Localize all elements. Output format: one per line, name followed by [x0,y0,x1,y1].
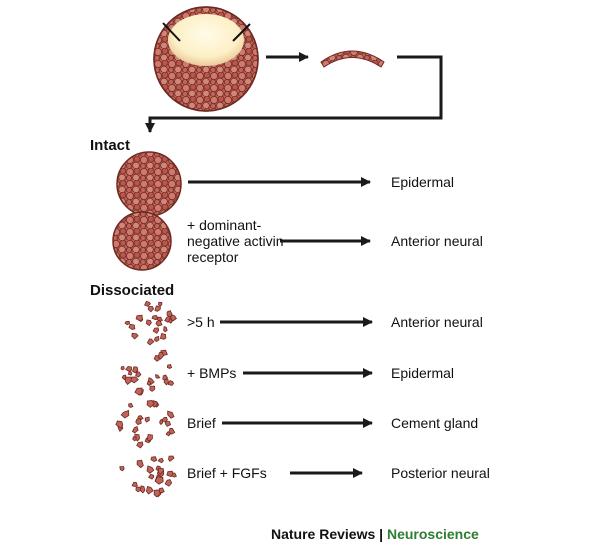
dissociated-cells-3 [115,399,176,449]
dissociated-cell [154,476,164,485]
dissociated-cell [136,441,144,449]
dissociated-cell [167,410,175,419]
animal-cap-explant [320,50,385,68]
outcome-dissoc-3: Cement gland [391,415,479,431]
condition-intact-2: + dominant- negative activin receptor [187,217,284,265]
dissociated-cell [157,468,164,475]
journal-name: Nature Reviews [271,526,376,542]
dissociated-cell [153,489,161,498]
dissociated-cell [146,465,155,474]
dissociated-cell [144,300,151,307]
section-title-dissociated: Dissociated [90,282,175,299]
dissociated-cell [136,459,144,469]
outcome-dissoc-4: Posterior neural [391,465,490,481]
dissociated-cell [125,376,133,385]
dissociated-cell [146,380,152,387]
dissociated-cell [127,370,133,376]
dissociated-cell [120,409,130,419]
dissociated-cell [164,479,173,487]
dissociated-cell [115,420,124,430]
dissociated-cell [131,481,138,488]
dissociated-cell [135,486,142,493]
outcome-dissoc-2: Epidermal [391,365,455,381]
dissociated-cell [146,399,155,408]
dissociated-cell [135,371,142,378]
dissociated-cell [119,466,125,472]
dissociated-cell [146,434,153,442]
dissociated-cell [153,335,160,342]
dissociated-cell [128,323,136,331]
condition-dissoc-4: Brief + FGFs [187,465,267,481]
dissociated-cells-1 [124,300,177,346]
dissociated-cell [144,416,150,423]
dissociated-cell [140,485,146,494]
condition-dissoc-1: >5 h [187,314,215,330]
condition-dissoc-2: + BMPs [187,365,237,381]
intact-explant-2 [112,211,172,271]
dissociated-cell [147,306,155,313]
dissociated-cell [163,326,168,333]
dissociated-cell [168,318,173,324]
dissociated-cell [155,319,163,327]
dissociated-cell [166,364,173,369]
dissociated-cell [150,456,158,463]
outcome-intact-1: Epidermal [391,174,455,190]
dissociated-cell [148,473,155,480]
dissociated-cell [145,319,152,327]
dissociated-cell [128,402,134,408]
outcome-intact-2: Anterior neural [391,233,483,249]
dissociated-cell [168,427,176,435]
journal-separator: | [379,526,384,542]
subjournal-name: Neuroscience [386,526,479,542]
condition-dissoc-3: Brief [187,415,216,431]
dissociated-cell [154,305,161,312]
dissociated-cell [120,365,125,371]
dissociated-cells-4 [119,455,177,498]
journal-credit: Nature Reviews | Neuroscience [271,526,479,542]
dissociated-cell [157,457,164,464]
dissociated-cell [130,376,139,384]
dissociated-cell [135,314,143,322]
dissociated-cell [149,385,156,392]
intact-explant-1 [116,151,182,217]
dissociated-cell [171,472,177,478]
dissociated-cell [134,387,143,396]
dissociated-cell [151,314,159,321]
outcome-dissoc-1: Anterior neural [391,314,483,330]
dissociated-cell [155,374,161,379]
dissociated-cell [132,436,137,442]
section-title-intact: Intact [90,137,131,154]
dissociated-cell [132,366,139,374]
dissociated-cell [131,332,139,340]
dissociated-cell [131,425,139,434]
dissociated-cell [158,351,164,360]
dissociated-cell [124,320,131,326]
dissociated-cell [158,301,163,307]
dissociated-cell [159,333,167,340]
dissociated-cell [163,378,169,386]
cut-marks [162,22,251,42]
dissociated-cell [152,327,160,334]
dissociated-cell [146,338,155,346]
dissociated-cell [167,379,175,386]
dissociated-cell [135,418,142,426]
blastula-embryo [153,6,259,112]
elbow-connector [145,55,443,133]
dissociated-cells-2 [120,349,175,396]
dissociated-cell [145,486,154,495]
dissociated-cell [164,421,172,427]
dissociated-cell [168,455,175,462]
dissociated-cell [125,365,133,373]
